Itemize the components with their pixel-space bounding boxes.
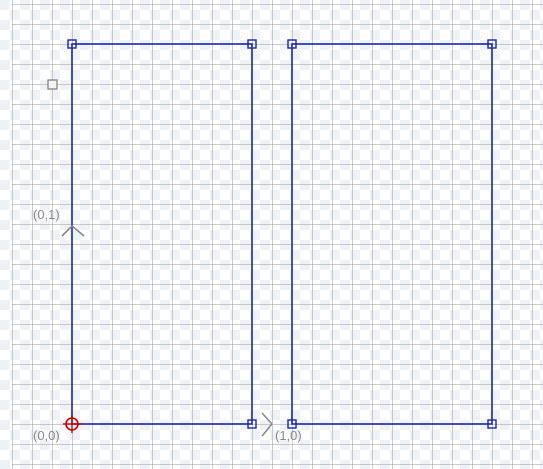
vertex-handles[interactable] (67, 39, 497, 429)
square-handle-icon[interactable] (47, 79, 58, 90)
origin-crosshair-icon[interactable] (63, 415, 81, 433)
origin-label: (0,0) (33, 428, 60, 443)
y-axis-label: (0,1) (33, 207, 60, 222)
vertex-handle[interactable] (487, 419, 497, 429)
rectangle-left[interactable] (71, 43, 253, 425)
vertex-handle[interactable] (247, 39, 257, 49)
x-axis-chevron-icon (261, 412, 274, 437)
grid-overlay (12, 0, 543, 469)
vertex-handle[interactable] (67, 39, 77, 49)
vertex-handle[interactable] (287, 39, 297, 49)
vertex-handle[interactable] (247, 419, 257, 429)
vertex-handle[interactable] (487, 39, 497, 49)
rectangle-right[interactable] (291, 43, 493, 425)
x-axis-label: (1,0) (275, 428, 302, 443)
vertex-handle[interactable] (287, 419, 297, 429)
y-axis-chevron-icon (61, 224, 85, 237)
